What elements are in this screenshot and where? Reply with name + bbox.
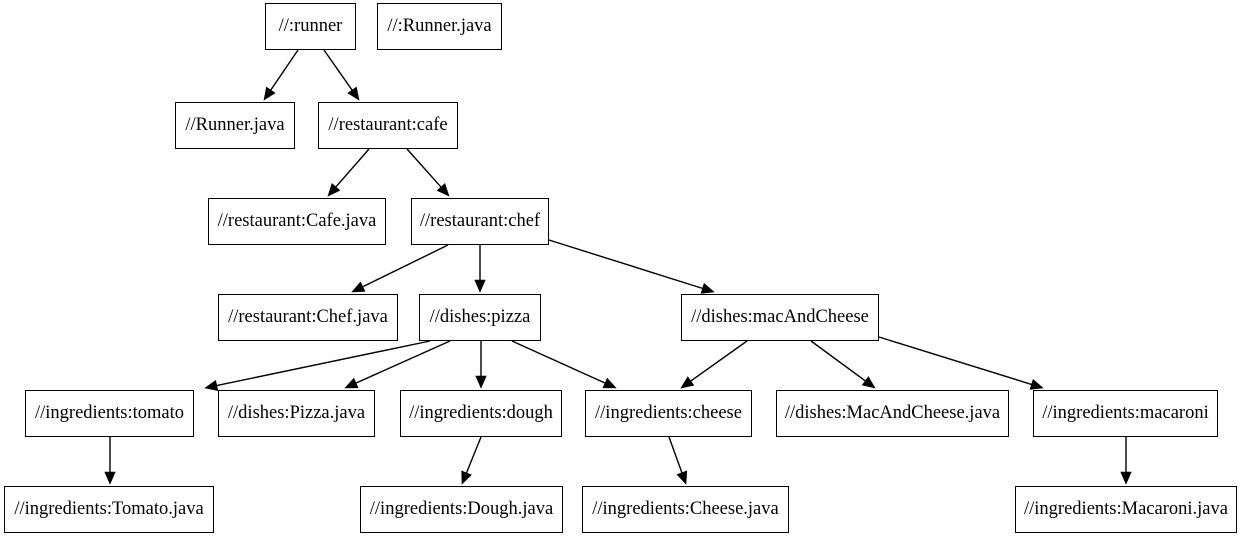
graph-node-label: //Runner.java <box>185 115 285 136</box>
graph-node-label: //ingredients:dough <box>409 403 553 424</box>
graph-edge-runner-to-restaurant_cafe <box>323 49 360 101</box>
edge-line <box>511 340 608 385</box>
edge-arrowhead <box>344 377 359 389</box>
edge-line <box>334 148 370 189</box>
edge-line <box>406 148 443 190</box>
graph-edge-dishes_pizza-to-ing_dough <box>475 341 487 389</box>
graph-node-label: //restaurant:Cafe.java <box>217 211 377 232</box>
graph-edge-restaurant_chef-to-dishes_macandcheese <box>548 239 715 294</box>
graph-node-label: //ingredients:Macaroni.java <box>1024 499 1228 520</box>
graph-node-runner_java_root[interactable]: //:Runner.java <box>377 3 502 50</box>
edge-arrowhead <box>351 281 366 293</box>
edge-line <box>360 244 449 289</box>
edge-arrowhead <box>104 471 116 485</box>
graph-node-restaurant_cafe_java[interactable]: //restaurant:Cafe.java <box>208 198 386 245</box>
edge-line <box>810 340 868 383</box>
graph-edge-dishes_pizza-to-ing_cheese <box>511 340 617 389</box>
graph-node-restaurant_chef[interactable]: //restaurant:chef <box>411 198 549 245</box>
graph-node-ing_cheese[interactable]: //ingredients:cheese <box>585 390 752 437</box>
graph-edge-ing_cheese-to-ing_cheese_java <box>668 436 688 485</box>
graph-node-restaurant_cafe[interactable]: //restaurant:cafe <box>318 102 458 149</box>
graph-edge-dishes_pizza-to-dishes_pizza_java <box>344 340 451 389</box>
graph-node-label: //dishes:MacAndCheese.java <box>784 403 1001 424</box>
edge-line <box>878 336 1034 386</box>
edge-line <box>323 49 354 93</box>
edge-arrowhead <box>1029 378 1044 390</box>
graph-node-dishes_pizza_java[interactable]: //dishes:Pizza.java <box>218 390 375 437</box>
graph-node-ing_dough_java[interactable]: //ingredients:Dough.java <box>360 486 563 533</box>
edge-arrowhead <box>861 376 876 389</box>
graph-edge-restaurant_cafe-to-restaurant_chef <box>406 148 450 197</box>
graph-node-runner[interactable]: //:runner <box>265 3 356 50</box>
edge-line <box>353 340 451 385</box>
graph-edge-ing_dough-to-ing_dough_java <box>461 436 482 485</box>
graph-node-ing_macaroni[interactable]: //ingredients:macaroni <box>1033 390 1218 437</box>
graph-edge-dishes_pizza-to-ing_tomato <box>204 340 431 392</box>
graph-node-dishes_pizza[interactable]: //dishes:pizza <box>419 294 541 341</box>
graph-node-label: //dishes:Pizza.java <box>227 403 366 424</box>
edge-arrowhead <box>475 375 487 389</box>
graph-edge-dishes_macandcheese-to-ing_cheese <box>680 340 748 389</box>
edge-arrowhead <box>263 86 276 101</box>
graph-node-label: //ingredients:Tomato.java <box>14 499 204 520</box>
graph-node-label: //dishes:pizza <box>429 307 531 328</box>
graph-node-label: //ingredients:macaroni <box>1042 403 1209 424</box>
graph-node-label: //ingredients:Cheese.java <box>592 499 779 520</box>
graph-edge-dishes_macandcheese-to-dishes_macandcheese_java <box>810 340 876 389</box>
edge-arrowhead <box>461 470 472 485</box>
edge-arrowhead <box>474 279 486 293</box>
edge-line <box>548 239 705 290</box>
graph-edge-ing_tomato-to-ing_tomato_java <box>104 437 116 485</box>
edge-arrowhead <box>1120 471 1132 485</box>
graph-edge-runner-to-runner_java <box>263 49 299 101</box>
edge-arrowhead <box>327 183 341 197</box>
edge-arrowhead <box>700 282 715 294</box>
edge-arrowhead <box>602 377 617 389</box>
graph-node-ing_cheese_java[interactable]: //ingredients:Cheese.java <box>582 486 789 533</box>
edge-arrowhead <box>347 86 360 101</box>
edge-arrowhead <box>204 379 219 392</box>
graph-edge-restaurant_cafe-to-restaurant_cafe_java <box>327 148 370 197</box>
edge-line <box>269 49 299 93</box>
graph-node-ing_macaroni_java[interactable]: //ingredients:Macaroni.java <box>1015 486 1237 533</box>
graph-node-label: //ingredients:tomato <box>34 403 184 424</box>
graph-edge-restaurant_chef-to-restaurant_chef_java <box>351 244 449 293</box>
edge-line <box>214 340 431 387</box>
edge-line <box>668 436 684 475</box>
graph-node-label: //restaurant:chef <box>419 211 541 232</box>
graph-node-ing_dough[interactable]: //ingredients:dough <box>400 390 562 437</box>
edge-arrowhead <box>676 470 688 485</box>
graph-node-label: //dishes:macAndCheese <box>691 307 869 328</box>
graph-node-ing_tomato_java[interactable]: //ingredients:Tomato.java <box>4 486 214 533</box>
graph-node-ing_tomato[interactable]: //ingredients:tomato <box>25 390 194 437</box>
graph-node-restaurant_chef_java[interactable]: //restaurant:Chef.java <box>218 294 398 341</box>
graph-node-dishes_macandcheese[interactable]: //dishes:macAndCheese <box>681 294 879 341</box>
graph-node-label: //restaurant:cafe <box>328 115 448 136</box>
edge-arrowhead <box>680 376 695 389</box>
graph-edge-restaurant_chef-to-dishes_pizza <box>474 245 486 293</box>
graph-edge-ing_macaroni-to-ing_macaroni_java <box>1120 437 1132 485</box>
graph-node-label: //:runner <box>278 16 343 37</box>
graph-node-label: //:Runner.java <box>387 16 492 37</box>
graph-node-label: //ingredients:cheese <box>595 403 742 424</box>
graph-edge-dishes_macandcheese-to-ing_macaroni <box>878 336 1044 390</box>
edge-arrowhead <box>436 183 450 197</box>
graph-node-runner_java[interactable]: //Runner.java <box>175 102 295 149</box>
edge-line <box>465 436 482 475</box>
edge-line <box>688 340 748 383</box>
graph-node-label: //restaurant:Chef.java <box>228 307 388 328</box>
graph-node-dishes_macandcheese_java[interactable]: //dishes:MacAndCheese.java <box>776 390 1009 437</box>
graph-node-label: //ingredients:Dough.java <box>369 499 554 520</box>
